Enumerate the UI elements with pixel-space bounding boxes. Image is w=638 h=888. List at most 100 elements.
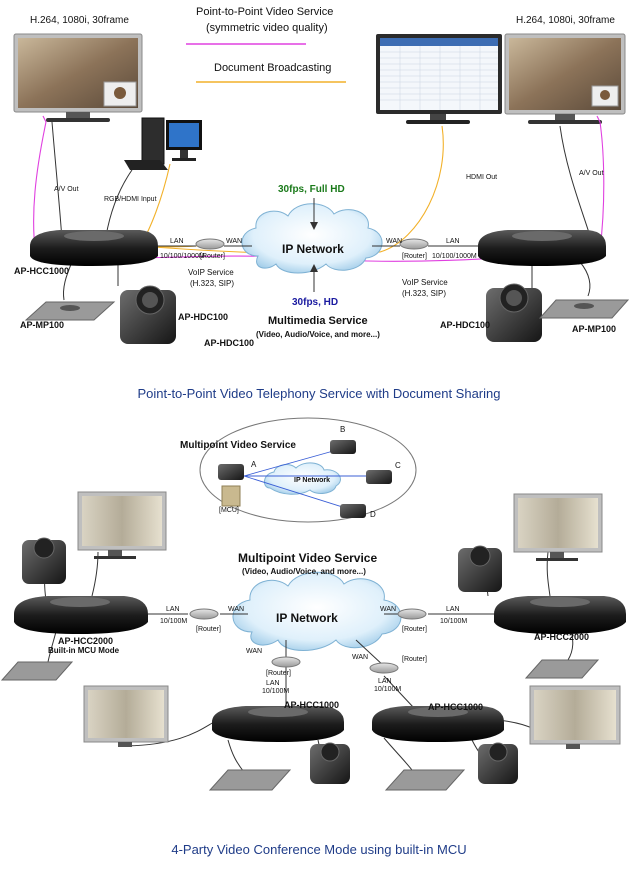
tv-left-bottom-lower bbox=[83, 685, 169, 747]
speed-left-bottom: 10/100M bbox=[160, 618, 188, 625]
router-br-label: [Router] bbox=[402, 656, 427, 663]
camera-left-top bbox=[120, 285, 176, 344]
fps-full-hd-label: 30fps, Full HD bbox=[278, 184, 345, 195]
mic-br-upper bbox=[524, 659, 600, 679]
monitor-spreadsheet-right bbox=[376, 34, 502, 124]
wan-left-bottom: WAN bbox=[228, 606, 245, 613]
arrow-hd bbox=[310, 264, 318, 292]
tv-left-top bbox=[13, 33, 143, 122]
voip-left-line1: VoIP Service bbox=[188, 268, 234, 277]
tv-right-top bbox=[504, 33, 626, 124]
camera-right-top bbox=[486, 283, 542, 342]
mic-left-top bbox=[24, 301, 116, 321]
voip-right-line2: (H.323, SIP) bbox=[402, 289, 447, 298]
legend-p2p-subtitle: (symmetric video quality) bbox=[206, 22, 328, 34]
speed-br-label: 10/100M bbox=[374, 686, 402, 693]
ip-network-label-top: IP Network bbox=[282, 242, 344, 256]
codec-hcc1000-left bbox=[212, 706, 344, 742]
codec-left-top bbox=[30, 230, 158, 266]
multipoint-service-sub: (Video, Audio/Voice, and more...) bbox=[242, 567, 366, 576]
codec-hcc2000-right bbox=[494, 596, 626, 634]
lan-br-label: LAN bbox=[378, 678, 392, 685]
lan-right-label: LAN bbox=[446, 238, 460, 245]
inset-node-a: A bbox=[251, 460, 257, 469]
caption-bottom: 4-Party Video Conference Mode using buil… bbox=[171, 842, 467, 857]
speed-right-bottom: 10/100M bbox=[440, 618, 468, 625]
hcc1000-left-label: AP-HCC1000 bbox=[14, 266, 70, 276]
wan-left-label: WAN bbox=[226, 238, 243, 245]
router-bottom-left2 bbox=[271, 656, 301, 668]
spec-right-label: H.264, 1080i, 30frame bbox=[516, 15, 615, 26]
hcc2000-right-label: AP-HCC2000 bbox=[534, 632, 590, 642]
multipoint-inset bbox=[199, 417, 417, 523]
codec-hcc1000-right bbox=[372, 706, 504, 742]
multimedia-service-sub: (Video, Audio/Voice, and more...) bbox=[256, 330, 380, 339]
hdc100-left-label: AP-HDC100 bbox=[178, 312, 229, 322]
router-bl-label: [Router] bbox=[266, 670, 291, 677]
fps-hd-label: 30fps, HD bbox=[292, 297, 339, 308]
voip-right-line1: VoIP Service bbox=[402, 278, 448, 287]
router-left-bottom-label: [Router] bbox=[196, 626, 221, 633]
mic-right-top bbox=[538, 299, 630, 319]
mp100-right-label: AP-MP100 bbox=[572, 324, 617, 334]
inset-ip-network-label: IP Network bbox=[294, 477, 331, 484]
av-out-left-label: A/V Out bbox=[54, 186, 79, 193]
hcc1000-bl-label: AP-HCC1000 bbox=[284, 700, 340, 710]
mp100-left-label: AP-MP100 bbox=[20, 320, 65, 330]
hdc100-left-label-2: AP-HDC100 bbox=[204, 338, 255, 348]
router-right-bottom bbox=[397, 608, 427, 620]
codec-right-top bbox=[478, 230, 606, 266]
rgb-input-label: RGB/HDMI Input bbox=[104, 196, 157, 203]
multimedia-service-title: Multimedia Service bbox=[268, 315, 368, 327]
voip-left-line2: (H.323, SIP) bbox=[190, 279, 235, 288]
pc-document-source bbox=[124, 117, 202, 170]
inset-mcu-label: [MCU] bbox=[219, 507, 239, 514]
router-left-top bbox=[158, 238, 252, 250]
wan-br-label: WAN bbox=[352, 654, 369, 661]
mic-bl-lower bbox=[208, 769, 292, 791]
camera-bl-lower bbox=[310, 742, 350, 784]
mic-br-lower bbox=[384, 769, 466, 791]
hcc2000-left-mode: Built-in MCU Mode bbox=[48, 646, 120, 655]
tv-left-bottom-upper bbox=[77, 491, 167, 559]
inset-node-b: B bbox=[340, 425, 346, 434]
camera-bl-upper bbox=[22, 537, 66, 584]
legend-doc-label: Document Broadcasting bbox=[214, 62, 332, 74]
tv-right-bottom-lower bbox=[529, 685, 621, 749]
inset-node-d: D bbox=[370, 510, 376, 519]
spec-left-label: H.264, 1080i, 30frame bbox=[30, 15, 129, 26]
camera-br-upper bbox=[458, 545, 502, 592]
tv-right-bottom-upper bbox=[513, 493, 603, 561]
ip-network-cloud-top bbox=[241, 203, 383, 274]
legend-p2p-title: Point-to-Point Video Service bbox=[196, 6, 334, 18]
hcc2000-left-label: AP-HCC2000 bbox=[58, 636, 114, 646]
router-right-label: [Router] bbox=[402, 253, 427, 260]
router-right-top bbox=[372, 238, 478, 250]
hdc100-right-label: AP-HDC100 bbox=[440, 320, 491, 330]
ip-network-label-bottom: IP Network bbox=[276, 611, 338, 625]
codec-hcc2000-left bbox=[14, 596, 148, 634]
speed-bl-label: 10/100M bbox=[262, 688, 290, 695]
speed-right-label: 10/100/1000M bbox=[432, 253, 477, 260]
lan-left-label: LAN bbox=[170, 238, 184, 245]
wan-bl-label: WAN bbox=[246, 648, 263, 655]
speed-left-label: 10/100/1000M bbox=[160, 253, 205, 260]
av-out-right-label: A/V Out bbox=[579, 170, 604, 177]
router-left-bottom bbox=[189, 608, 219, 620]
inset-node-c: C bbox=[395, 461, 401, 470]
multipoint-inset-title: Multipoint Video Service bbox=[180, 440, 296, 451]
lan-left-bottom: LAN bbox=[166, 606, 180, 613]
router-bottom-right2 bbox=[369, 662, 399, 674]
lan-right-bottom: LAN bbox=[446, 606, 460, 613]
camera-br-lower bbox=[478, 742, 518, 784]
mic-bl-upper bbox=[0, 661, 74, 681]
router-right-bottom-label: [Router] bbox=[402, 626, 427, 633]
wan-right-bottom: WAN bbox=[380, 606, 397, 613]
multipoint-service-title: Multipoint Video Service bbox=[238, 551, 378, 565]
wan-right-label: WAN bbox=[386, 238, 403, 245]
lan-bl-label: LAN bbox=[266, 680, 280, 687]
caption-top: Point-to-Point Video Telephony Service w… bbox=[137, 386, 501, 401]
arrow-full-hd bbox=[310, 198, 318, 230]
